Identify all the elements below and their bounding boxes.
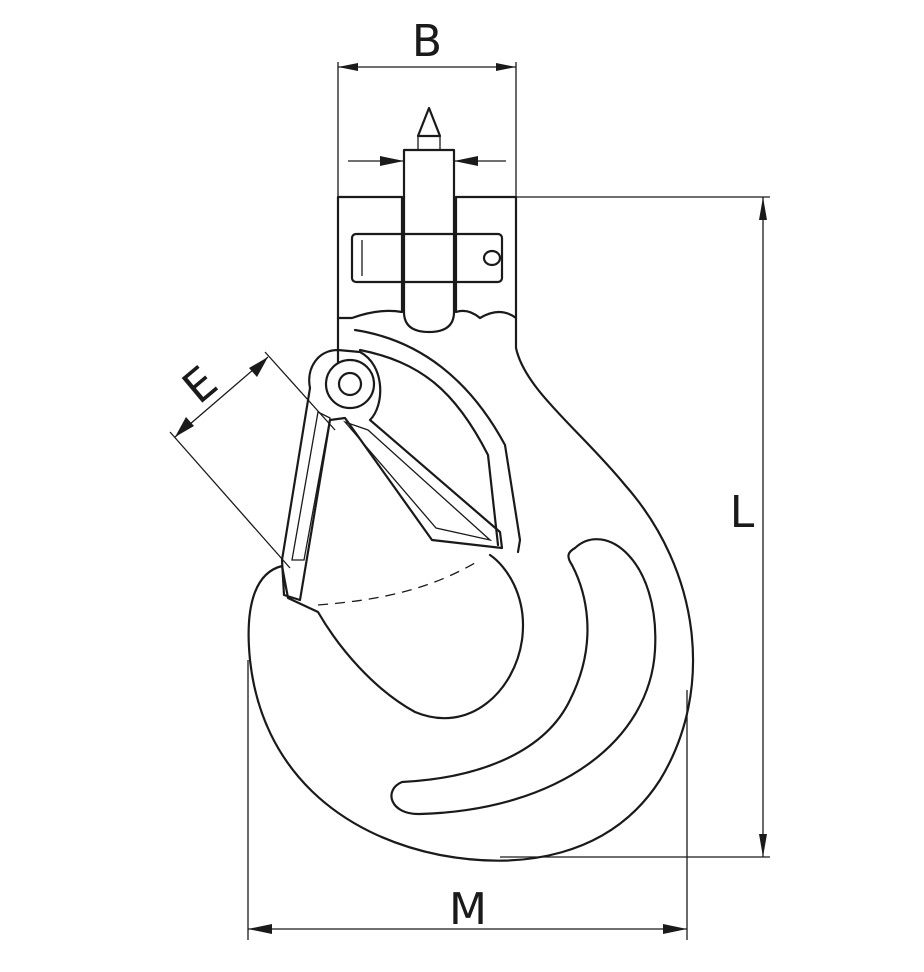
safety-latch bbox=[280, 348, 504, 602]
latch-pivot-pin bbox=[337, 371, 363, 397]
hook-outer-contour bbox=[247, 316, 695, 862]
hook-bill bbox=[280, 553, 525, 720]
dimension-l-label: L bbox=[730, 487, 755, 538]
latch-plate-section bbox=[342, 420, 493, 542]
clevis-section-left bbox=[336, 195, 404, 320]
dimension-l: L bbox=[500, 196, 770, 858]
hook-body bbox=[247, 316, 695, 862]
hook-inner-groove bbox=[390, 538, 657, 816]
clevis-section-right bbox=[454, 195, 518, 320]
cross-pin-hole bbox=[482, 249, 502, 267]
dimension-e-label: E bbox=[173, 357, 227, 414]
latch-pivot-outer bbox=[324, 358, 376, 410]
latch-spring-section bbox=[291, 411, 331, 561]
dimension-b-label: B bbox=[412, 16, 442, 67]
cross-pin bbox=[350, 232, 504, 284]
clevis-head bbox=[336, 148, 518, 334]
dimension-m-label: M bbox=[449, 884, 487, 935]
latch-outline bbox=[280, 348, 504, 602]
load-pin bbox=[402, 148, 456, 334]
dimension-m: M bbox=[247, 660, 688, 940]
pin-direction-indicator bbox=[348, 106, 506, 166]
dimension-b: B bbox=[337, 16, 517, 197]
